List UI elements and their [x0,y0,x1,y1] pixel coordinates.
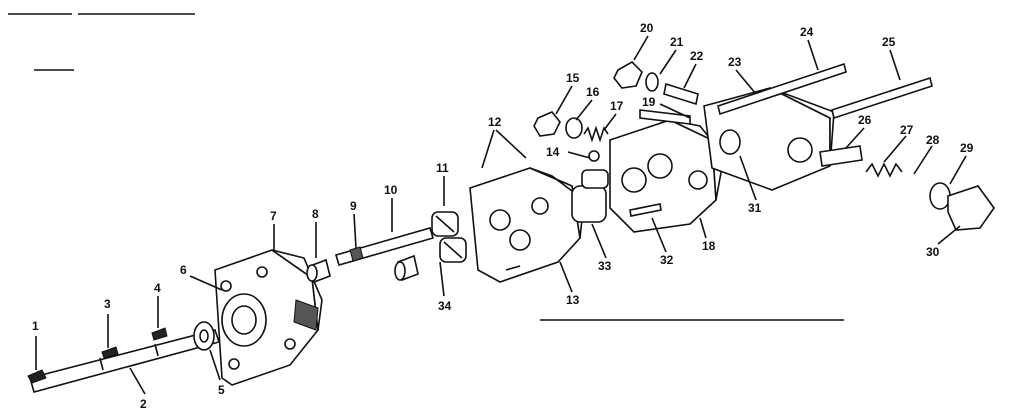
part-key-4 [151,327,168,341]
callout-14: 14 [546,145,560,159]
part-gear-33 [571,169,609,223]
part-key-1 [27,369,47,384]
callout-29: 29 [960,141,974,155]
part-gear-housing [609,119,725,233]
callout-30: 30 [926,245,940,259]
part-bushing-34 [394,254,419,282]
callout-5: 5 [218,383,225,397]
callout-19: 19 [642,95,656,109]
part-pin-32 [629,203,662,217]
callout-7: 7 [270,209,277,223]
callout-22: 22 [690,49,704,63]
callout-28: 28 [926,133,940,147]
leader-lines [35,35,967,395]
part-shaft [29,329,221,393]
callout-20: 20 [640,21,654,35]
callout-34: 34 [438,299,452,313]
callout-24: 24 [800,25,814,39]
callout-27: 27 [900,123,914,137]
part-spring-17 [583,125,609,143]
callout-17: 17 [610,99,624,113]
callout-9: 9 [350,199,357,213]
callout-18: 18 [702,239,716,253]
part-bushing-8 [306,258,331,284]
callout-8: 8 [312,207,319,221]
part-front-cover [214,249,323,386]
callout-26: 26 [858,113,872,127]
part-drive-shaft [335,227,434,266]
callout-21: 21 [670,35,684,49]
part-relief-valve-stack [819,145,995,231]
callout-11: 11 [436,161,449,175]
part-end-cover [703,87,835,191]
callout-32: 32 [660,253,674,267]
callout-33: 33 [598,259,612,273]
callout-labels: 1 2 3 4 5 6 7 8 9 10 11 12 13 14 15 16 1… [32,21,974,411]
part-pump-body [469,167,585,283]
header-rules [8,13,844,321]
part-washer [193,321,215,351]
part-key-3 [101,346,119,359]
callout-31: 31 [748,201,762,215]
callout-15: 15 [566,71,580,85]
callout-2: 2 [140,397,147,411]
part-gears-11 [431,211,467,263]
callout-23: 23 [728,55,742,69]
callout-3: 3 [104,297,111,311]
callout-10: 10 [384,183,398,197]
part-relief-19-22 [613,61,699,125]
part-washer-16 [565,117,583,139]
callout-6: 6 [180,263,187,277]
callout-16: 16 [586,85,600,99]
part-nut-15 [533,111,561,137]
callout-4: 4 [154,281,161,295]
callout-13: 13 [566,293,580,307]
callout-25: 25 [882,35,896,49]
part-bolts [717,62,933,120]
callout-12: 12 [488,115,502,129]
callout-1: 1 [32,319,39,333]
part-small-14 [588,150,600,162]
